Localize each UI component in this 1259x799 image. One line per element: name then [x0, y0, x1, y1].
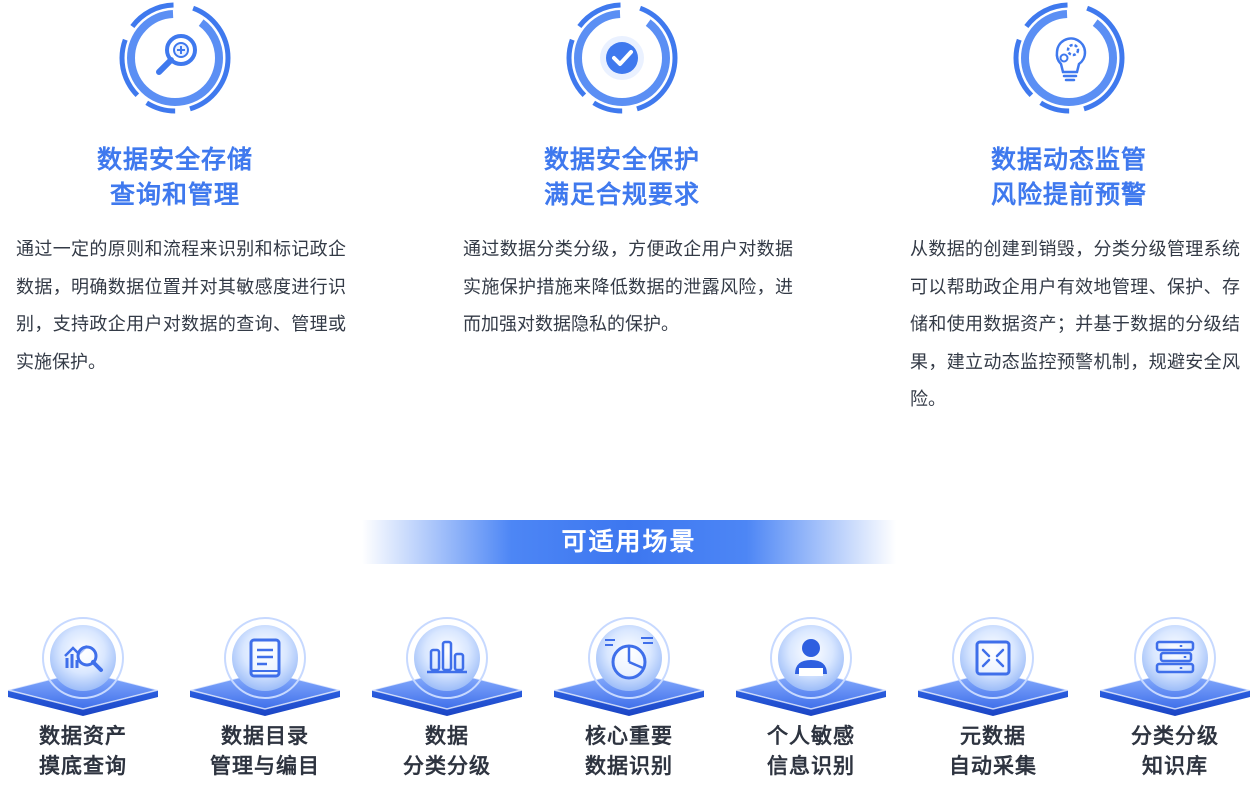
check-circle-icon — [566, 2, 678, 114]
scenario-label: 数据 分类分级 — [403, 724, 491, 778]
feature-title: 数据安全存储 查询和管理 — [96, 145, 253, 209]
scenarios-banner: 可适用场景 — [362, 520, 896, 564]
collect-frame-icon — [917, 617, 1069, 716]
feature-title: 数据动态监管 风险提前预警 — [990, 145, 1147, 209]
bar-chart-icon — [371, 617, 523, 716]
feature-description: 从数据的创建到销毁，分类分级管理系统可以帮助政企用户有效地管理、保护、存储和使用… — [910, 239, 1240, 410]
feature-description: 通过数据分类分级，方便政企用户对数据实施保护措施来降低数据的泄露风险，进而加强对… — [463, 239, 793, 335]
person-icon — [735, 617, 887, 716]
scenario-label: 元数据 自动采集 — [949, 724, 1037, 778]
scenario-label: 数据资产 摸底查询 — [39, 724, 127, 778]
scenario-item: 数据 分类分级 — [367, 610, 527, 795]
scenario-label: 分类分级 知识库 — [1131, 724, 1219, 778]
lightbulb-gear-icon — [1013, 2, 1125, 114]
scenario-item: 元数据 自动采集 — [913, 610, 1073, 795]
pie-chart-icon — [553, 617, 705, 716]
scenario-item: 分类分级 知识库 — [1095, 610, 1255, 795]
scenario-item: 个人敏感 信息识别 — [731, 610, 891, 795]
book-list-icon — [189, 617, 341, 716]
feature-description: 通过一定的原则和流程来识别和标记政企数据，明确数据位置并对其敏感度进行识别，支持… — [16, 239, 346, 373]
feature-title: 数据安全保护 满足合规要求 — [543, 145, 700, 209]
chart-magnifier-icon — [7, 617, 159, 716]
scenario-label: 个人敏感 信息识别 — [767, 724, 855, 778]
scenario-label: 数据目录 管理与编目 — [210, 724, 320, 778]
scenario-item: 数据资产 摸底查询 — [3, 610, 163, 795]
magnifier-plus-icon — [119, 2, 231, 114]
bookshelf-icon — [1099, 617, 1251, 716]
scenarios-title: 可适用场景 — [561, 527, 697, 556]
scenario-item: 核心重要 数据识别 — [549, 610, 709, 795]
scenario-label: 核心重要 数据识别 — [585, 724, 673, 778]
scenario-item: 数据目录 管理与编目 — [185, 610, 345, 795]
